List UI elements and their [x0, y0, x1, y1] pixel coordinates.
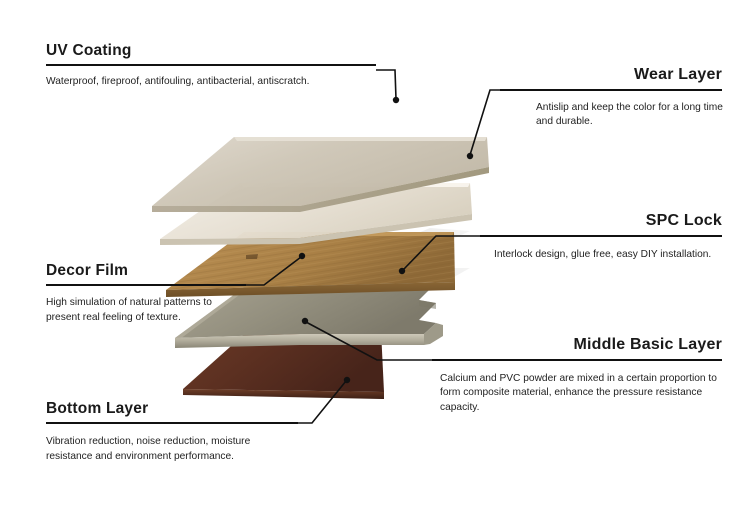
dot-uv-coating [392, 96, 400, 104]
callout-rule-wear-layer [500, 88, 722, 91]
callout-rule-bottom-layer [46, 422, 298, 425]
callout-title-bottom-layer: Bottom Layer [46, 400, 149, 417]
callout-desc-middle-basic-layer: Calcium and PVC powder are mixed in a ce… [440, 372, 717, 414]
callout-desc-uv-coating: Waterproof, fireproof, antifouling, anti… [46, 76, 310, 88]
leader-spc-lock [402, 235, 480, 271]
callout-rule-uv-coating [46, 64, 376, 67]
callout-desc-spc-lock: Interlock design, glue free, easy DIY in… [494, 248, 712, 260]
callout-wear-layer: Wear Layer Antislip and keep the color f… [500, 66, 723, 130]
dot-decor-film [298, 252, 306, 260]
leader-endpoints [298, 96, 474, 384]
callout-title-decor-film: Decor Film [46, 262, 129, 279]
dot-middle-basic-layer [301, 317, 309, 325]
dot-wear-layer [466, 152, 474, 160]
callout-uv-coating: UV Coating Waterproof, fireproof, antifo… [46, 42, 376, 90]
leader-middle-basic-layer [305, 321, 432, 361]
callout-title-uv-coating: UV Coating [46, 42, 132, 59]
callout-title-spc-lock: SPC Lock [645, 212, 722, 229]
decor-film-panel [166, 228, 470, 297]
callout-rule-middle-basic-layer [432, 358, 722, 361]
callout-decor-film: Decor Film High simulation of natural pa… [46, 262, 246, 326]
callout-title-wear-layer: Wear Layer [634, 66, 722, 83]
leader-uv-coating [376, 69, 397, 100]
callout-desc-decor-film: High simulation of natural patterns to p… [46, 297, 212, 323]
leader-bottom-layer [298, 380, 347, 424]
dot-bottom-layer [343, 376, 351, 384]
uv-coating-panel [152, 137, 489, 212]
leader-decor-film [246, 256, 302, 286]
leader-wear-layer [469, 89, 500, 156]
callout-rule-decor-film [46, 284, 246, 287]
callout-middle-basic-layer: Middle Basic Layer Calcium and PVC powde… [432, 336, 722, 416]
callout-title-middle-basic-layer: Middle Basic Layer [573, 336, 722, 353]
leader-lines [246, 69, 500, 424]
dot-spc-lock [398, 267, 406, 275]
callout-spc-lock: SPC Lock Interlock design, glue free, ea… [480, 212, 722, 262]
callout-bottom-layer: Bottom Layer Vibration reduction, noise … [46, 400, 298, 465]
callout-desc-wear-layer: Antislip and keep the color for a long t… [536, 101, 723, 128]
callout-desc-bottom-layer: Vibration reduction, noise reduction, mo… [46, 436, 251, 462]
callout-rule-spc-lock [480, 234, 722, 237]
